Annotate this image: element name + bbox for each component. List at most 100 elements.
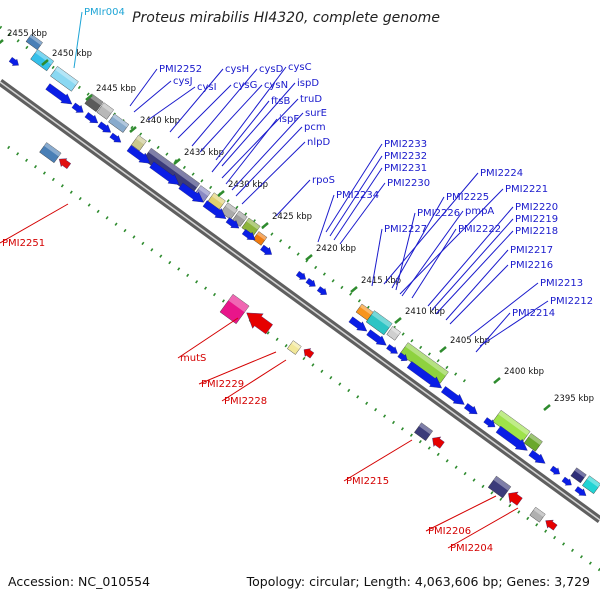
gene-label-pmi2206[interactable]: PMI2206 [428,526,471,537]
label-pmi2214[interactable]: PMI2214 [512,308,555,319]
tick-2455-kbp: 2455 kbp [0,29,47,45]
label-cysi[interactable]: cysI [197,82,217,93]
gene-label-pmi2213[interactable]: PMI2213 [540,278,583,289]
gene-label-pmpa[interactable]: pmpA [465,206,494,217]
label-pmpa[interactable]: pmpA [465,206,494,217]
gene-label-cysh[interactable]: cysH [225,64,249,75]
gene-label-pmi2234[interactable]: PMI2234 [336,190,379,201]
label-pmi2204[interactable]: PMI2204 [450,543,493,554]
gene-label-pmi2216[interactable]: PMI2216 [510,260,553,271]
label-pmi2216[interactable]: PMI2216 [510,260,553,271]
gene-label-pmi2204[interactable]: PMI2204 [450,543,493,554]
gene-label-rpos[interactable]: rpoS [312,175,335,186]
label-pmi2228[interactable]: PMI2228 [224,396,267,407]
gene-label-pmi2230[interactable]: PMI2230 [387,178,430,189]
label-pmi2224[interactable]: PMI2224 [480,168,523,179]
tick-2415-kbp: 2415 kbp [350,276,401,293]
label-pmi2231[interactable]: PMI2231 [384,163,427,174]
gene-label-pmi2214[interactable]: PMI2214 [512,308,555,319]
label-pmi2233[interactable]: PMI2233 [384,139,427,150]
gene-label-ftsb[interactable]: ftsB [271,96,290,107]
label-pcm[interactable]: pcm [304,122,326,133]
minus-gene-arrow-8 [432,436,445,449]
label-cysn[interactable]: cysN [264,80,288,91]
gene-label-ispf[interactable]: ispF [279,114,299,125]
gene-label-pmi2220[interactable]: PMI2220 [515,202,558,213]
gene-label-pmi2252[interactable]: PMI2252 [159,64,202,75]
label-pmi2227[interactable]: PMI2227 [384,224,427,235]
label-cysg[interactable]: cysG [233,80,257,91]
gene-label-cysi[interactable]: cysI [197,82,217,93]
label-pmi2232[interactable]: PMI2232 [384,151,427,162]
gene-label-pmi2226[interactable]: PMI2226 [417,208,460,219]
label-sure[interactable]: surE [305,108,327,119]
gene-label-pmi2232[interactable]: PMI2232 [384,151,427,162]
gene-arrow-plus-26 [528,449,546,464]
gene-label-cysd[interactable]: cysD [259,64,284,75]
gene-label-pmi2215[interactable]: PMI2215 [346,476,389,487]
label-pmi2217[interactable]: PMI2217 [510,245,553,256]
gene-arrow-plus-21 [406,361,442,389]
gene-label-pmi2218[interactable]: PMI2218 [515,226,558,237]
tick-2445-kbp: 2445 kbp [85,84,136,101]
gene-label-pmi2229[interactable]: PMI2229 [201,379,244,390]
label-rpos[interactable]: rpoS [312,175,335,186]
gene-label-pmi2233[interactable]: PMI2233 [384,139,427,150]
tick-label: 2410 kbp [405,307,445,317]
gene-label-pmi2222[interactable]: PMI2222 [458,224,501,235]
label-ftsb[interactable]: ftsB [271,96,290,107]
gene-arrow-plus-14 [295,270,306,280]
gene-label-muts[interactable]: mutS [180,353,206,364]
gene-arrow-plus-9 [178,182,204,203]
label-pmi2229[interactable]: PMI2229 [201,379,244,390]
gene-label-cysj[interactable]: cysJ [173,76,193,87]
gene-label-trud[interactable]: truD [300,94,322,105]
label-ispd[interactable]: ispD [297,78,319,89]
label-pmi2230[interactable]: PMI2230 [387,178,430,189]
gene-label-sure[interactable]: surE [305,108,327,119]
gene-arrow-plus-25 [495,425,528,451]
gene-label-pmi2225[interactable]: PMI2225 [446,192,489,203]
label-pmi2212[interactable]: PMI2212 [550,296,593,307]
label-cysj[interactable]: cysJ [173,76,193,87]
tick-2395-kbp: 2395 kbp [543,394,594,411]
gene-label-pmi2231[interactable]: PMI2231 [384,163,427,174]
label-pmi2213[interactable]: PMI2213 [540,278,583,289]
label-pmi2220[interactable]: PMI2220 [515,202,558,213]
gene-label-pmir004[interactable]: PMIr004 [84,7,125,18]
gene-label-cysn[interactable]: cysN [264,80,288,91]
label-pmi2215[interactable]: PMI2215 [346,476,389,487]
label-pmi2206[interactable]: PMI2206 [428,526,471,537]
label-pmi2222[interactable]: PMI2222 [458,224,501,235]
label-cysd[interactable]: cysD [259,64,284,75]
label-ispf[interactable]: ispF [279,114,299,125]
label-pmi2218[interactable]: PMI2218 [515,226,558,237]
gene-label-cysc[interactable]: cysC [288,62,312,73]
gene-label-pmi2228[interactable]: PMI2228 [224,396,267,407]
gene-label-pmi2224[interactable]: PMI2224 [480,168,523,179]
label-pmi2252[interactable]: PMI2252 [159,64,202,75]
gene-label-pmi2221[interactable]: PMI2221 [505,184,548,195]
gene-label-cysg[interactable]: cysG [233,80,257,91]
gene-label-pcm[interactable]: pcm [304,122,326,133]
label-nlpd[interactable]: nlpD [307,137,330,148]
gene-label-nlpd[interactable]: nlpD [307,137,330,148]
label-cysc[interactable]: cysC [288,62,312,73]
label-pmi2251[interactable]: PMI2251 [2,238,45,249]
label-pmir004[interactable]: PMIr004 [84,7,125,18]
gene-label-ispd[interactable]: ispD [297,78,319,89]
label-pmi2234[interactable]: PMI2234 [336,190,379,201]
label-muts[interactable]: mutS [180,353,206,364]
label-pmi2226[interactable]: PMI2226 [417,208,460,219]
gene-label-pmi2251[interactable]: PMI2251 [2,238,45,249]
gene-label-pmi2219[interactable]: PMI2219 [515,214,558,225]
gene-label-pmi2227[interactable]: PMI2227 [384,224,427,235]
label-trud[interactable]: truD [300,94,322,105]
label-pmi2225[interactable]: PMI2225 [446,192,489,203]
label-pmi2221[interactable]: PMI2221 [505,184,548,195]
gene-label-pmi2217[interactable]: PMI2217 [510,245,553,256]
label-pmi2219[interactable]: PMI2219 [515,214,558,225]
label-cysh[interactable]: cysH [225,64,249,75]
gene-label-pmi2212[interactable]: PMI2212 [550,296,593,307]
